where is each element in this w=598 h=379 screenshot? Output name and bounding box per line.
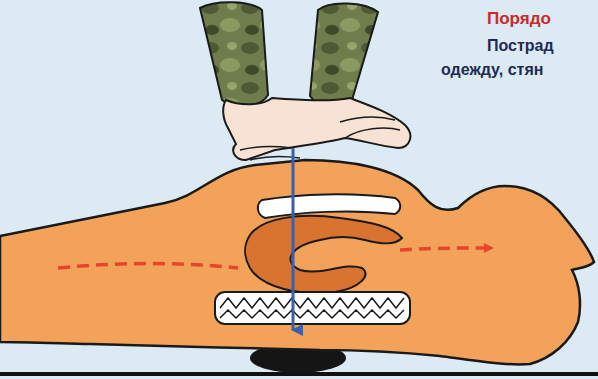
instruction-text: Пострад	[487, 37, 554, 55]
blood-flow-arrow	[58, 248, 492, 268]
rescuer-hands	[223, 98, 410, 160]
instruction-text: одежду, стян	[441, 61, 543, 79]
patient-body	[0, 160, 594, 364]
spine	[215, 292, 410, 324]
vertebrae-lower	[220, 310, 404, 318]
finger-lines	[240, 117, 400, 160]
right-sleeve	[310, 3, 378, 106]
compression-arrow	[292, 148, 295, 330]
heading: Порядо	[487, 10, 551, 28]
sternum	[258, 194, 400, 218]
vertebrae-upper	[220, 298, 404, 308]
left-sleeve	[200, 2, 268, 106]
heart	[245, 216, 402, 293]
